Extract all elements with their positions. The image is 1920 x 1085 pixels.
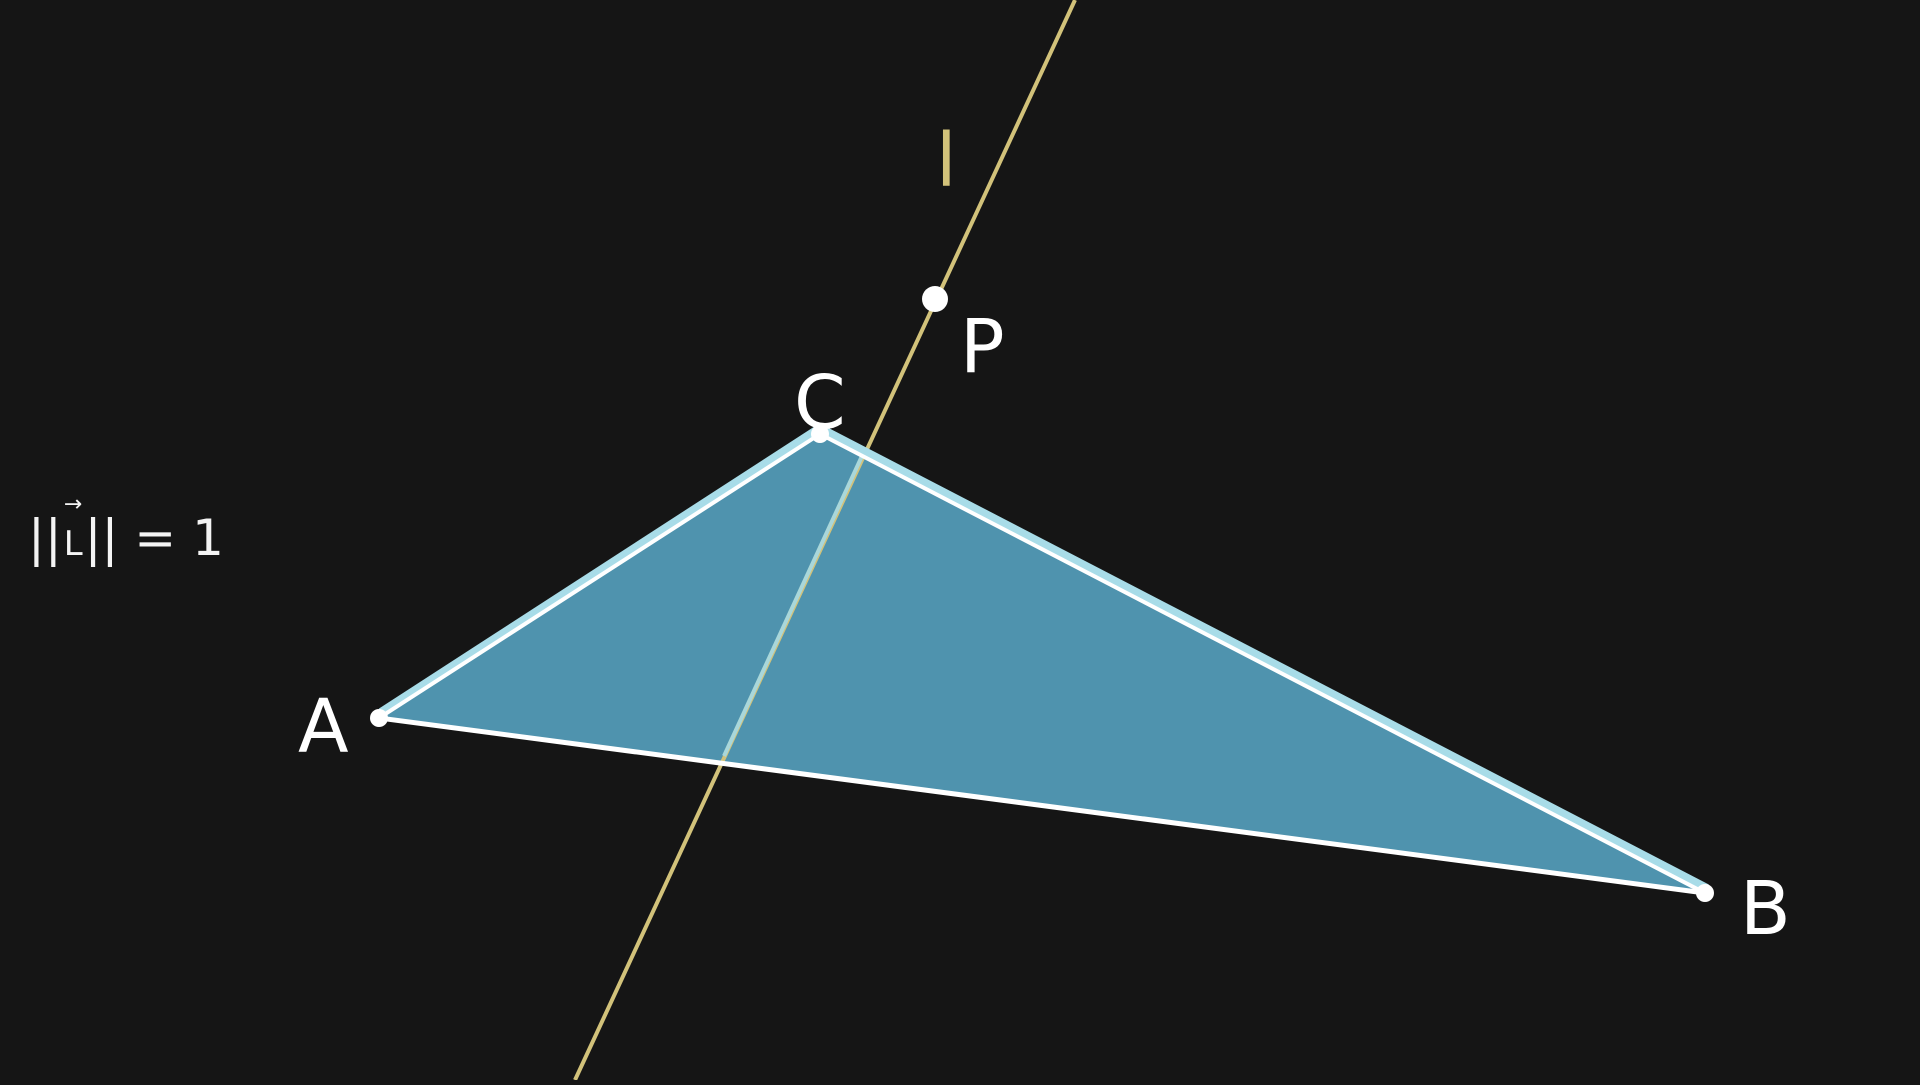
formula-equals: = [134,509,177,567]
vector-arrow-icon: → [63,492,83,517]
vector-norm-formula: ||→L|| = 1 [28,494,224,574]
segment-ac[interactable] [377,432,822,720]
label-a: A [298,684,349,770]
point-a[interactable] [370,709,388,727]
label-b: B [1740,866,1791,952]
point-b[interactable] [1696,884,1714,902]
segment-ac-highlight [378,425,821,716]
segment-cb[interactable] [819,432,1706,895]
segment-ab[interactable] [378,715,1706,896]
triangle-abc-fill[interactable] [379,434,1705,893]
segment-cb-highlight [820,425,1709,892]
label-line-l: l [936,118,957,204]
formula-vector-symbol: L [63,524,83,564]
formula-vector: →L [62,494,85,574]
formula-bars-right: || [84,509,119,567]
point-p[interactable] [922,286,948,312]
line-l-inside-triangle [722,455,864,757]
point-c[interactable] [811,425,829,443]
formula-bars-left: || [28,509,62,567]
formula-value: 1 [192,509,224,567]
label-c: C [794,360,846,446]
label-p: P [960,304,1005,390]
